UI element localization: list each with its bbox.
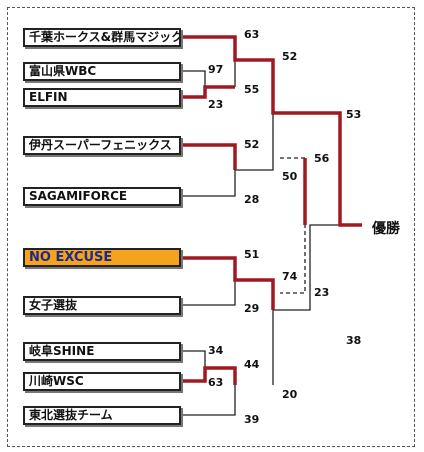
score-28: 28 xyxy=(244,193,260,206)
score-20: 20 xyxy=(282,388,298,401)
line-tohoku xyxy=(181,385,236,416)
score-23a: 23 xyxy=(208,98,224,111)
line-toyama xyxy=(181,70,206,87)
line-joshi xyxy=(181,280,236,306)
score-97: 97 xyxy=(208,63,224,76)
line-gifu xyxy=(181,350,206,368)
team-tohoku: 東北選抜チーム xyxy=(23,406,181,425)
line-final-loser xyxy=(273,224,340,311)
winner-lines xyxy=(181,35,362,385)
score-51: 51 xyxy=(244,248,260,261)
score-29: 29 xyxy=(244,302,260,315)
champion-label: 優勝 xyxy=(372,221,400,237)
team-kawasaki-wsc: 川崎WSC xyxy=(23,372,181,391)
score-50: 50 xyxy=(282,170,298,183)
team-sagamiforce: SAGAMIFORCE xyxy=(23,187,181,206)
line-itami-path xyxy=(181,143,237,170)
line-noexcuse-path xyxy=(181,256,275,310)
score-44: 44 xyxy=(244,358,260,371)
score-63a: 63 xyxy=(244,28,260,41)
score-74: 74 xyxy=(282,270,298,283)
team-toyama-wbc: 富山県WBC xyxy=(23,62,181,81)
score-52a: 52 xyxy=(282,50,298,63)
score-52b: 52 xyxy=(244,138,260,151)
score-39: 39 xyxy=(244,413,260,426)
team-joshi: 女子選抜 xyxy=(23,296,181,315)
line-sagami xyxy=(181,170,236,197)
dashed-lines xyxy=(280,157,306,294)
team-gifu-shine: 岐阜SHINE xyxy=(23,342,181,361)
score-53: 53 xyxy=(346,108,362,121)
line-semi1-bottom xyxy=(235,113,274,171)
score-38: 38 xyxy=(346,334,362,347)
score-55: 55 xyxy=(244,83,260,96)
line-dashed xyxy=(280,157,306,294)
team-chiba-hawks: 千葉ホークス&群馬マジック xyxy=(23,28,181,47)
score-63b: 63 xyxy=(208,376,224,389)
score-34: 34 xyxy=(208,344,224,357)
team-elfin: ELFIN xyxy=(23,88,181,107)
bracket-frame xyxy=(7,7,415,447)
score-56: 56 xyxy=(314,152,330,165)
score-23b: 23 xyxy=(314,286,330,299)
line-kawasaki-path xyxy=(181,366,237,385)
line-chiba-path xyxy=(181,35,362,227)
line-elfin-path xyxy=(181,85,235,99)
loser-lines xyxy=(181,45,340,416)
team-itami: 伊丹スーパーフェニックス xyxy=(23,136,181,155)
team-no-excuse: NO EXCUSE xyxy=(23,248,181,267)
